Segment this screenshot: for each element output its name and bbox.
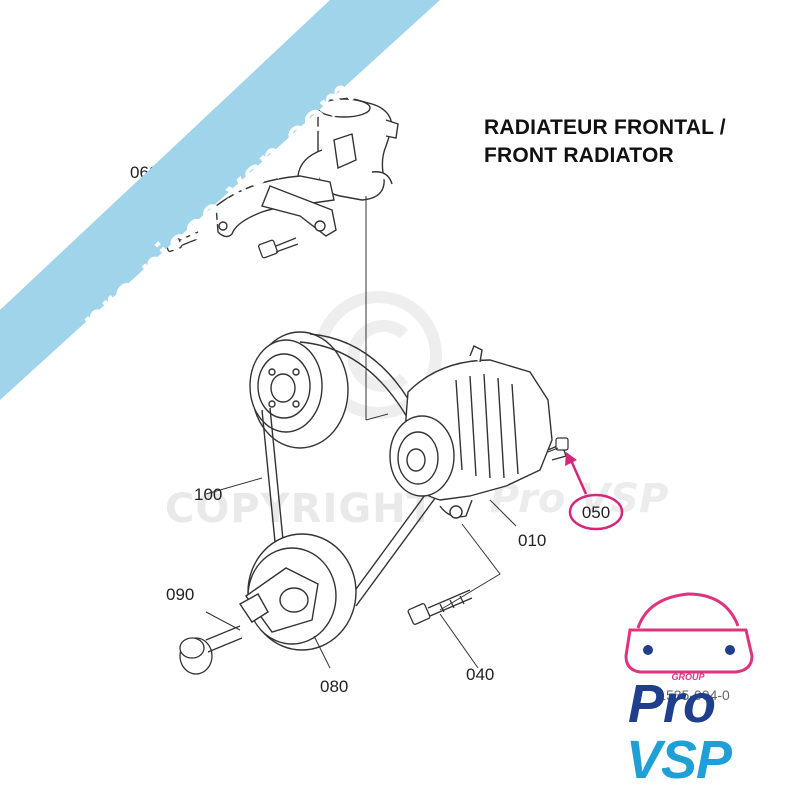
- callout-100: 100: [194, 485, 222, 504]
- callout-010: 010: [518, 531, 546, 550]
- logo-vsp-text: VSP: [626, 730, 733, 790]
- bolt-040: [407, 589, 473, 625]
- pro-vsp-logo: GROUP 1535-004-0 Pro VSP: [624, 592, 754, 790]
- bolt-050: [547, 437, 569, 453]
- callout-050: 050: [582, 503, 610, 522]
- bolt-090: [179, 625, 243, 675]
- logo-pro-text: Pro: [628, 674, 715, 734]
- crank-pulley-080: [238, 533, 357, 651]
- callout-080: 080: [320, 677, 348, 696]
- bolt-bracket: [258, 237, 299, 259]
- part-number-text: 1535-004-0: [658, 687, 730, 703]
- arrow-head-icon: [565, 452, 577, 466]
- callout-050-highlight: 050: [565, 452, 624, 531]
- callout-090: 090: [166, 585, 194, 604]
- copyright-watermark: COPYRIGHT: [165, 486, 435, 532]
- alternator-010: [389, 345, 567, 519]
- logo-group-text: GROUP: [671, 672, 705, 682]
- bracket-020: [215, 175, 337, 238]
- diagram-title-line2: FRONT RADIATOR: [484, 144, 674, 167]
- car-icon: [624, 592, 754, 674]
- v-belt-100: [261, 333, 445, 607]
- watermark-banner: pro-piece-vsp.com: [0, 0, 440, 400]
- callout-040: 040: [466, 665, 494, 684]
- fan-pulley: [249, 331, 349, 449]
- diagram-title-line1: RADIATEUR FRONTAL /: [484, 116, 726, 139]
